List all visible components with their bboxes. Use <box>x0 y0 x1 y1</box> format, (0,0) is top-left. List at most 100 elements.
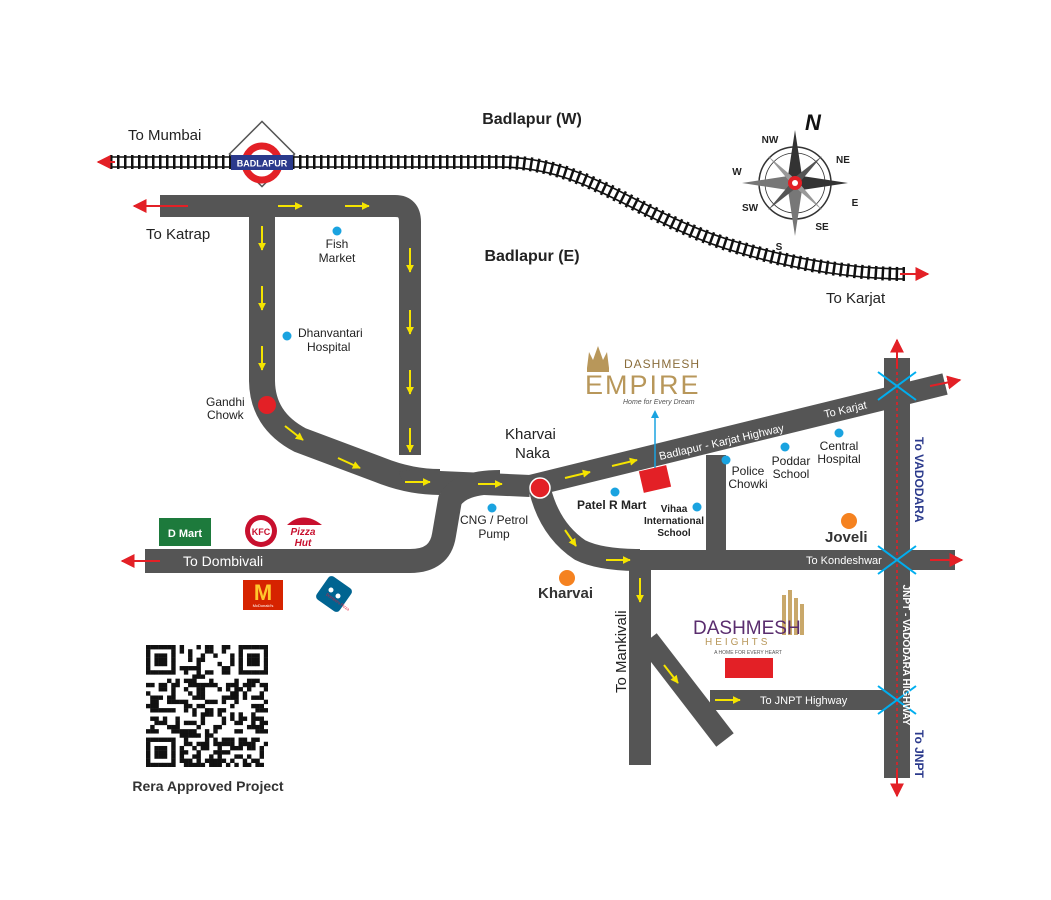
landmark-poddar-school[interactable]: Poddar School <box>772 442 811 482</box>
qr-module <box>146 745 151 751</box>
qr-module <box>154 645 159 650</box>
qr-module <box>188 657 193 663</box>
qr-module <box>246 745 252 751</box>
qr-module <box>204 741 210 747</box>
qr-module <box>221 741 227 747</box>
landmark-dhanvantari-hospital[interactable]: Dhanvantari Hospital <box>282 326 363 354</box>
landmark-patel-r-mart[interactable]: Patel R Mart <box>577 487 646 513</box>
qr-module <box>171 741 176 747</box>
qr-module <box>146 666 151 671</box>
qr-module <box>192 733 197 738</box>
qr-module <box>146 649 151 654</box>
qr-module <box>200 745 206 751</box>
qr-module <box>204 682 210 688</box>
qr-module <box>234 762 239 768</box>
qr-module <box>150 699 155 705</box>
qr-module <box>251 724 256 730</box>
qr-module <box>246 670 252 675</box>
qr-module <box>188 691 193 696</box>
rera-qr-code[interactable] <box>146 645 269 768</box>
svg-text:M: M <box>254 580 272 605</box>
qr-module <box>246 682 252 688</box>
svg-text:Central: Central <box>820 439 859 453</box>
heights-brand: DASHMESH <box>693 618 801 639</box>
qr-module <box>171 691 176 696</box>
qr-module <box>192 729 197 734</box>
landmark-central-hospital[interactable]: Central Hospital <box>817 428 861 467</box>
qr-module <box>234 699 239 705</box>
project-dashmesh-empire[interactable]: DASHMESH EMPIRE Home for Every Dream <box>585 346 701 493</box>
kharvai-naka-marker[interactable] <box>529 477 551 499</box>
village-joveli[interactable]: Joveli <box>825 513 868 546</box>
badlapur-station[interactable]: BADLAPUR <box>228 120 296 188</box>
qr-module <box>263 729 269 734</box>
village-kharvai[interactable]: Kharvai <box>538 570 593 602</box>
qr-module <box>263 666 269 671</box>
qr-module <box>238 657 243 663</box>
qr-module <box>263 708 269 713</box>
qr-module <box>238 661 243 667</box>
qr-module <box>238 720 243 726</box>
qr-module <box>230 691 235 696</box>
qr-module <box>183 678 189 684</box>
qr-module <box>251 695 256 700</box>
qr-module <box>183 762 189 768</box>
qr-module <box>217 754 222 759</box>
qr-module <box>246 653 252 658</box>
landmark-vihaa-school[interactable]: Vihaa International School <box>644 502 704 540</box>
qr-module <box>158 762 164 768</box>
qr-module <box>162 737 168 742</box>
kfc-logo: KFC <box>245 515 277 547</box>
qr-module <box>217 712 222 717</box>
qr-module <box>259 703 264 709</box>
qr-module <box>259 716 264 721</box>
qr-module <box>204 745 210 751</box>
qr-module <box>188 682 193 688</box>
qr-module <box>204 699 210 705</box>
qr-module <box>196 695 201 700</box>
qr-module <box>188 762 193 768</box>
qr-module <box>230 695 235 700</box>
qr-module <box>150 670 155 675</box>
qr-module <box>146 653 151 658</box>
compass-rose: N S E W NE NW SE SW <box>732 110 858 253</box>
landmark-fish-market[interactable]: Fish Market <box>319 226 356 266</box>
qr-module <box>158 657 164 663</box>
compass-north: N <box>805 110 822 135</box>
svg-text:Dhanvantari: Dhanvantari <box>298 326 363 340</box>
qr-module <box>221 645 227 650</box>
qr-module <box>146 691 151 696</box>
gandhi-chowk-label-1: Gandhi <box>206 395 245 409</box>
project-dashmesh-heights[interactable]: DASHMESH HEIGHTS A HOME FOR EVERY HEART <box>693 590 804 678</box>
qr-module <box>200 657 206 663</box>
qr-module <box>217 745 222 751</box>
qr-module <box>242 762 248 768</box>
qr-module <box>196 758 201 763</box>
qr-module <box>154 699 159 705</box>
qr-module <box>242 716 248 721</box>
qr-module <box>171 649 176 654</box>
qr-module <box>154 661 159 667</box>
qr-module <box>213 724 218 730</box>
qr-module <box>263 687 269 692</box>
qr-module <box>150 729 155 734</box>
qr-module <box>188 733 193 738</box>
gandhi-chowk-marker[interactable] <box>258 396 276 414</box>
qr-module <box>162 745 168 751</box>
qr-module <box>171 724 176 730</box>
qr-module <box>146 703 151 709</box>
svg-text:Hospital: Hospital <box>307 340 350 354</box>
landmark-police-chowki[interactable]: Police Chowki <box>721 455 768 492</box>
qr-module <box>255 670 260 675</box>
qr-module <box>251 712 256 717</box>
qr-module <box>196 670 201 675</box>
qr-module <box>251 703 256 709</box>
qr-module <box>188 649 193 654</box>
qr-module <box>196 724 201 730</box>
label-to-jnpt: To JNPT <box>912 730 926 778</box>
landmark-cng-pump[interactable]: CNG / Petrol Pump <box>460 503 528 542</box>
qr-module <box>251 661 256 667</box>
qr-module <box>255 737 260 742</box>
qr-module <box>154 754 159 759</box>
station-name: BADLAPUR <box>237 159 288 169</box>
